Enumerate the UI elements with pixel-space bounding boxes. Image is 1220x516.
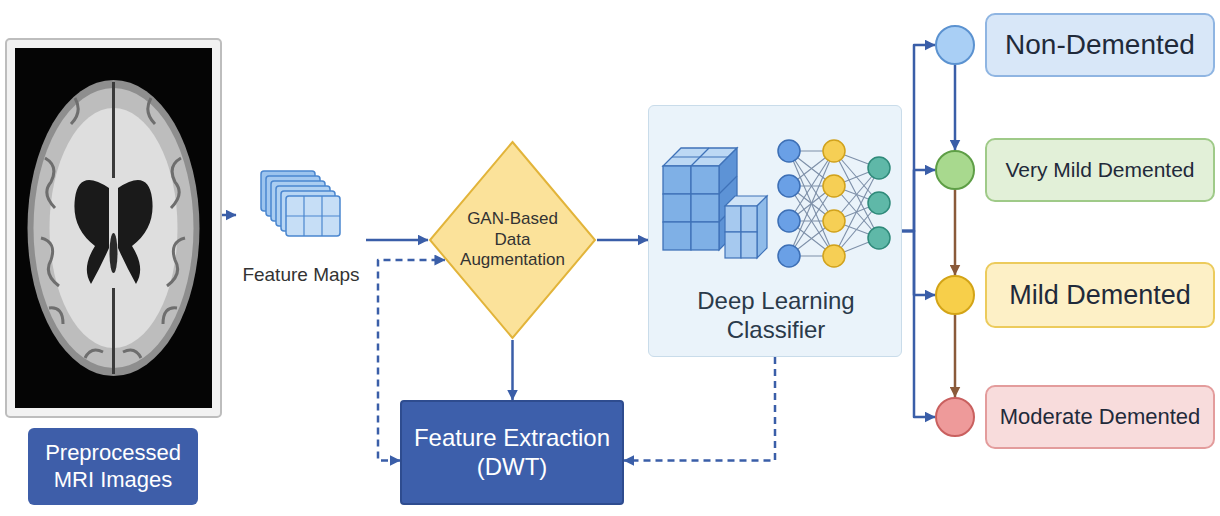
node-label: Feature Extraction (DWT): [412, 424, 612, 482]
flow-arrow: [597, 239, 648, 242]
node-label: GAN-Based Data Augmentation: [456, 209, 570, 270]
flow-arrow: [954, 190, 957, 275]
node-label: Preprocessed MRI Images: [36, 440, 190, 493]
feature-maps: Feature Maps: [236, 165, 366, 290]
text-area: Deep Learning Classifier: [657, 282, 895, 350]
text-area: GAN-Based Data Augmentation: [456, 200, 570, 280]
flow-arrow: [954, 65, 957, 150]
flow-arrow: [222, 214, 236, 217]
class-circle: [935, 25, 975, 65]
class-output: Mild Demented: [935, 262, 1215, 328]
process-box: Feature Extraction (DWT): [400, 400, 624, 505]
class-output: Very Mild Demented: [935, 138, 1215, 202]
flow-arrow: [902, 231, 935, 295]
node-label: Deep Learning Classifier: [657, 287, 895, 345]
flow-arrow: [902, 170, 935, 231]
decision-diamond: GAN-Based Data Augmentation: [428, 140, 597, 340]
flow-arrow: [954, 315, 957, 397]
class-box: Non-Demented: [985, 13, 1215, 77]
class-label: Moderate Demented: [1000, 404, 1201, 430]
feature-map-icon: [243, 165, 360, 255]
flow-arrow: [902, 45, 935, 231]
class-box: Mild Demented: [985, 262, 1215, 328]
flow-arrow: [624, 357, 775, 461]
class-circle: [935, 150, 975, 190]
class-output: Moderate Demented: [935, 385, 1215, 449]
class-label: Mild Demented: [1009, 279, 1191, 311]
class-circle: [935, 275, 975, 315]
flow-arrow: [366, 239, 428, 242]
classifier-panel: Deep Learning Classifier: [648, 105, 902, 357]
class-label: Very Mild Demented: [1005, 157, 1194, 182]
flow-arrow: [902, 231, 935, 417]
input-image-panel: Preprocessed MRI Images: [5, 38, 222, 505]
class-output: Non-Demented: [935, 13, 1215, 77]
label-area: Feature Maps: [236, 261, 366, 290]
mri-illustration: [5, 38, 222, 418]
class-label: Non-Demented: [1005, 28, 1195, 62]
label-box: Preprocessed MRI Images: [28, 428, 198, 505]
class-box: Moderate Demented: [985, 385, 1215, 449]
node-label: Feature Maps: [242, 264, 359, 287]
class-box: Very Mild Demented: [985, 138, 1215, 202]
flow-arrow: [511, 340, 514, 400]
class-circle: [935, 397, 975, 437]
